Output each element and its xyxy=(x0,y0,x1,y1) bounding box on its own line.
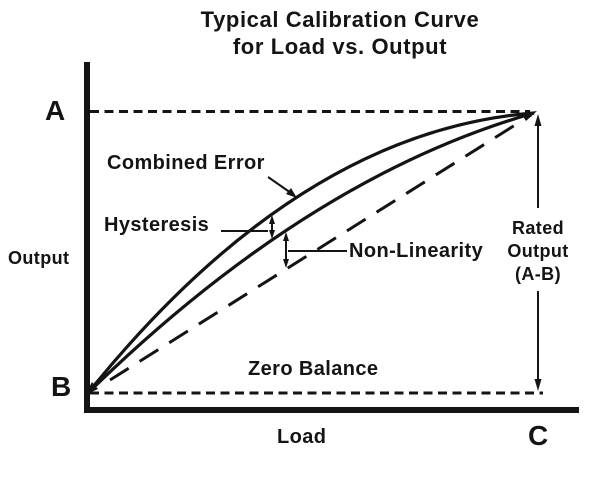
x-axis-title: Load xyxy=(277,426,327,448)
non-linearity-arrowhead-bottom xyxy=(283,259,289,268)
rated-output-arrowhead-top xyxy=(534,114,542,126)
combined-error-label: Combined Error xyxy=(107,152,265,174)
rated-output-label-line1: Rated xyxy=(511,218,564,238)
rated-output-arrowhead-bottom xyxy=(534,379,542,391)
y-axis-title: Output xyxy=(8,248,70,268)
y-axis-max-label-a: A xyxy=(45,95,66,126)
hysteresis-label: Hysteresis xyxy=(104,214,210,236)
combined-error-arrowhead xyxy=(286,188,297,198)
rated-output-label-line3: (A-B) xyxy=(515,264,561,284)
curve-end-arrowhead-b xyxy=(85,382,98,395)
chart-title: Typical Calibration Curve for Load vs. O… xyxy=(138,6,542,60)
curve-end-arrowhead-top xyxy=(522,111,537,121)
upper-error-curve xyxy=(86,111,535,395)
rated-output-label: Rated Output (A-B) xyxy=(496,217,580,286)
chart-title-line1: Typical Calibration Curve xyxy=(200,7,480,32)
x-axis-max-label-c: C xyxy=(528,420,549,451)
combined-error-pointer-line xyxy=(267,176,292,194)
hysteresis-arrowhead-bottom xyxy=(269,230,275,239)
non-linearity-label: Non-Linearity xyxy=(349,240,484,262)
chart-title-line2: for Load vs. Output xyxy=(232,34,448,59)
hysteresis-arrowhead-top xyxy=(269,215,275,224)
y-axis-min-label-b: B xyxy=(51,371,72,402)
ideal-line-dashed xyxy=(109,113,532,382)
rated-output-label-line2: Output xyxy=(507,241,569,261)
zero-balance-label: Zero Balance xyxy=(248,358,379,380)
lower-error-curve xyxy=(86,111,535,395)
non-linearity-arrowhead-top xyxy=(283,232,289,241)
